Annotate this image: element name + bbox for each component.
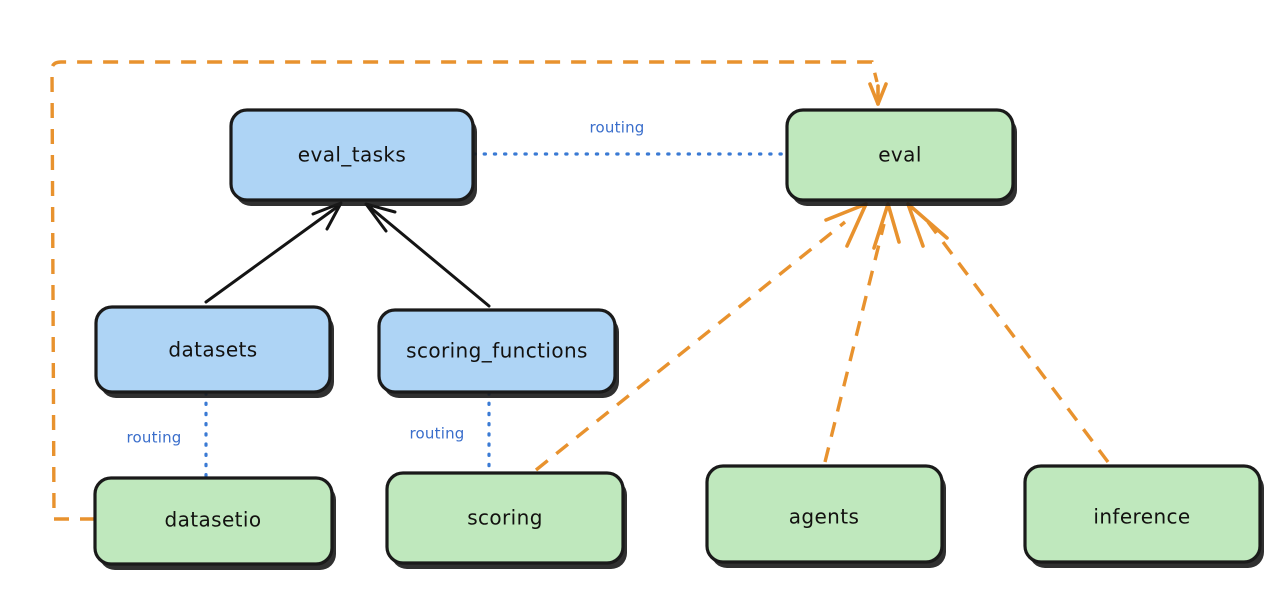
edge-agents-eval[interactable]: [823, 202, 901, 463]
edge-layer: [50, 60, 1110, 521]
node-eval-box: [785, 108, 1015, 202]
node-scoring-box: [385, 471, 625, 565]
node-agents[interactable]: agents: [705, 464, 946, 568]
edge-inference-eval-path: [926, 220, 1110, 464]
node-agents-label: agents: [789, 505, 860, 529]
node-eval_tasks[interactable]: eval_tasks: [229, 108, 477, 206]
edge-label-routing-datasets-datasetio: routing: [127, 429, 182, 447]
edge-datasets-eval_tasks[interactable]: [204, 201, 343, 304]
edge-scoring_functions-eval_tasks-path: [369, 206, 491, 308]
edge-scoring-eval-arrowhead: [824, 202, 868, 248]
node-layer: eval_tasks eval datasets scoring_functio…: [93, 108, 1264, 570]
node-inference-box: [1023, 464, 1262, 564]
node-datasets-label: datasets: [168, 338, 257, 362]
node-datasetio[interactable]: datasetio: [93, 476, 336, 570]
node-inference[interactable]: inference: [1023, 464, 1264, 568]
node-datasetio-label: datasetio: [164, 508, 261, 532]
edge-datasets-eval_tasks-path: [204, 205, 339, 304]
node-eval[interactable]: eval: [785, 108, 1017, 206]
edge-datasetio-eval[interactable]: [50, 60, 888, 521]
edge-inference-eval-arrowhead: [906, 202, 949, 248]
node-eval_tasks-box: [229, 108, 475, 202]
edge-label-routing-eval_tasks-eval: routing: [590, 119, 645, 137]
edge-inference-eval[interactable]: [906, 202, 1110, 464]
node-datasets-box: [94, 305, 332, 394]
node-scoring_functions-label: scoring_functions: [406, 339, 588, 363]
edge-scoring-eval-path: [534, 220, 847, 472]
edge-scoring_functions-eval_tasks[interactable]: [364, 202, 491, 308]
edge-label-layer: routing routing routing: [127, 119, 645, 447]
edge-agents-eval-path: [823, 223, 886, 463]
node-scoring_functions[interactable]: scoring_functions: [377, 308, 619, 398]
node-scoring_functions-box: [377, 308, 617, 394]
node-agents-box: [705, 464, 944, 564]
edge-label-routing-scoring_functions-scoring: routing: [410, 425, 465, 443]
node-eval-label: eval: [878, 143, 922, 167]
node-datasets[interactable]: datasets: [94, 305, 334, 398]
node-inference-label: inference: [1093, 505, 1190, 529]
edge-datasetio-eval-path: [50, 60, 879, 521]
node-scoring-label: scoring: [467, 506, 543, 530]
edge-agents-eval-arrowhead: [872, 202, 901, 250]
node-scoring[interactable]: scoring: [385, 471, 627, 569]
node-eval_tasks-label: eval_tasks: [298, 143, 406, 167]
node-datasetio-box: [93, 476, 334, 566]
